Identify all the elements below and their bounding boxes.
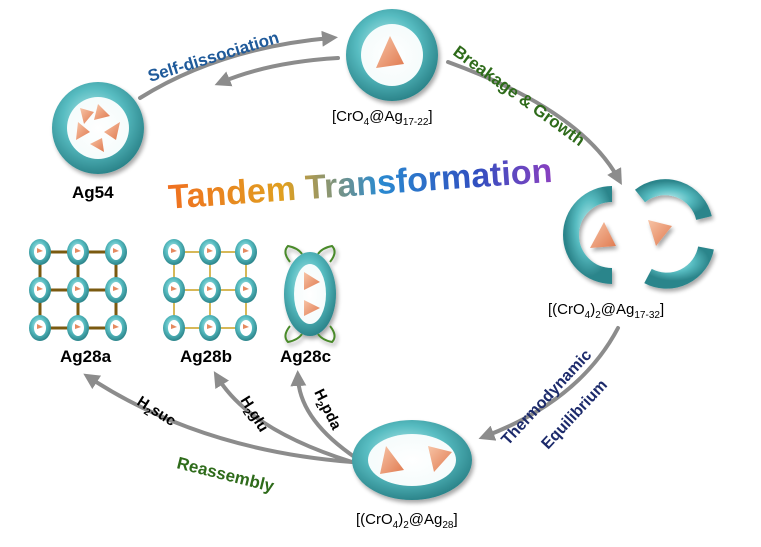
chromate-triangle	[94, 104, 110, 120]
arrow-h2pda	[290, 370, 358, 460]
framework-node	[199, 239, 221, 265]
reassembly-label: Reassembly	[175, 453, 276, 496]
chromate-triangle	[428, 446, 452, 472]
ag28c-label: Ag28c	[280, 347, 331, 366]
framework-node	[163, 315, 185, 341]
cro4-ag17-22-label: [CrO4@Ag17-22]	[332, 108, 433, 128]
chromate-triangle	[590, 222, 616, 248]
cro4-2-ag28-label: [(CrO4)2@Ag28]	[356, 511, 458, 531]
ag28a-label: Ag28a	[60, 347, 112, 366]
cro4-ag17-22-cluster	[346, 9, 438, 101]
chromate-triangle	[75, 248, 81, 253]
framework-node	[29, 315, 51, 341]
chromate-triangle	[113, 248, 119, 253]
framework-node	[163, 239, 185, 265]
chromate-triangle	[76, 122, 90, 140]
arrows	[83, 30, 622, 464]
chromate-triangle	[104, 122, 120, 140]
chromate-triangle	[171, 248, 177, 253]
framework-node	[67, 315, 89, 341]
chromate-triangle	[243, 324, 249, 329]
chromate-triangle	[207, 248, 213, 253]
chromate-triangle	[207, 286, 213, 291]
chromate-triangle	[243, 248, 249, 253]
chromate-triangle	[304, 272, 320, 290]
chromate-triangle	[648, 220, 672, 246]
framework-node	[199, 315, 221, 341]
h2glu-label: H2glu	[234, 393, 272, 437]
chromate-triangle	[37, 248, 43, 253]
framework-node	[235, 239, 257, 265]
cro4-2-ag28-cluster	[352, 420, 472, 500]
arrow-h2glu	[213, 371, 354, 464]
framework-node	[67, 239, 89, 265]
breakage-growth-label: Breakage & Growth	[450, 42, 589, 150]
self-dissociation-label: Self-dissociation	[146, 28, 282, 86]
chromate-triangle	[113, 286, 119, 291]
h2suc-label: H2suc	[132, 393, 178, 432]
chromate-triangle	[304, 300, 320, 316]
cro4-2-ag17-32-label: [(CrO4)2@Ag17-32]	[548, 301, 664, 321]
framework-node	[29, 239, 51, 265]
chromate-triangle	[380, 446, 404, 474]
chromate-triangle	[113, 324, 119, 329]
chromate-triangle	[376, 36, 404, 68]
framework-node	[235, 277, 257, 303]
arrow-breakage-growth	[446, 60, 622, 185]
chromate-triangle	[37, 324, 43, 329]
framework-node	[235, 315, 257, 341]
chromate-triangle	[75, 286, 81, 291]
chromate-triangle	[243, 286, 249, 291]
diagram-title: Tandem Transformation	[167, 152, 553, 217]
ag28c-cluster	[284, 244, 336, 344]
chromate-triangle	[171, 324, 177, 329]
chromate-triangle	[90, 138, 104, 152]
framework-node	[67, 277, 89, 303]
chromate-triangle	[75, 324, 81, 329]
arrow-self-dissociation-back	[214, 56, 340, 87]
ag28a-framework	[29, 239, 127, 341]
framework-node	[105, 239, 127, 265]
chromate-triangle	[207, 324, 213, 329]
arrow-thermodynamic	[478, 326, 620, 441]
chromate-triangle	[37, 286, 43, 291]
framework-node	[29, 277, 51, 303]
cro4-2-ag17-32-cluster	[563, 179, 714, 289]
framework-node	[105, 277, 127, 303]
ag28b-label: Ag28b	[180, 347, 232, 366]
arrow-h2suc	[83, 373, 354, 464]
framework-node	[163, 277, 185, 303]
chromate-triangle	[80, 108, 94, 124]
framework-node	[105, 315, 127, 341]
ag54-cluster	[52, 82, 144, 174]
arrow-self-dissociation-forward	[138, 30, 338, 100]
ag28b-framework	[163, 239, 257, 341]
framework-node	[199, 277, 221, 303]
h2pda-label: H2pda	[308, 386, 345, 434]
chromate-triangle	[171, 286, 177, 291]
ag54-label: Ag54	[72, 183, 114, 202]
